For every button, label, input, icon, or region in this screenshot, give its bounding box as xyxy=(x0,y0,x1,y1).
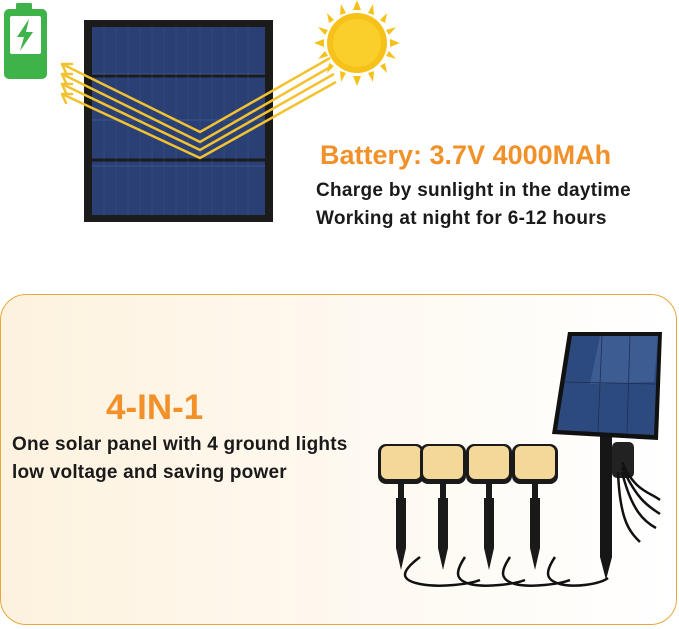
ground-light-1 xyxy=(378,444,424,570)
sun-icon xyxy=(314,0,400,86)
battery-charging-icon xyxy=(4,3,47,79)
sunlight-rays xyxy=(60,56,337,160)
battery-spec-title: Battery: 3.7V 4000MAh xyxy=(320,140,612,170)
four-in-one-headline: 4-IN-1 xyxy=(106,388,204,427)
feature-card xyxy=(0,294,677,625)
ground-light-2 xyxy=(420,444,466,570)
solar-panel-stake xyxy=(552,332,662,580)
top-illustration xyxy=(4,0,400,222)
ground-light-4 xyxy=(512,444,558,570)
charge-description: Charge by sunlight in the daytime xyxy=(316,180,631,201)
lights-product-illustration xyxy=(378,332,662,587)
feature-line-1: One solar panel with 4 ground lights xyxy=(12,434,348,455)
ground-light-3 xyxy=(466,444,512,570)
runtime-description: Working at night for 6-12 hours xyxy=(316,208,607,229)
feature-line-2: low voltage and saving power xyxy=(12,462,287,483)
